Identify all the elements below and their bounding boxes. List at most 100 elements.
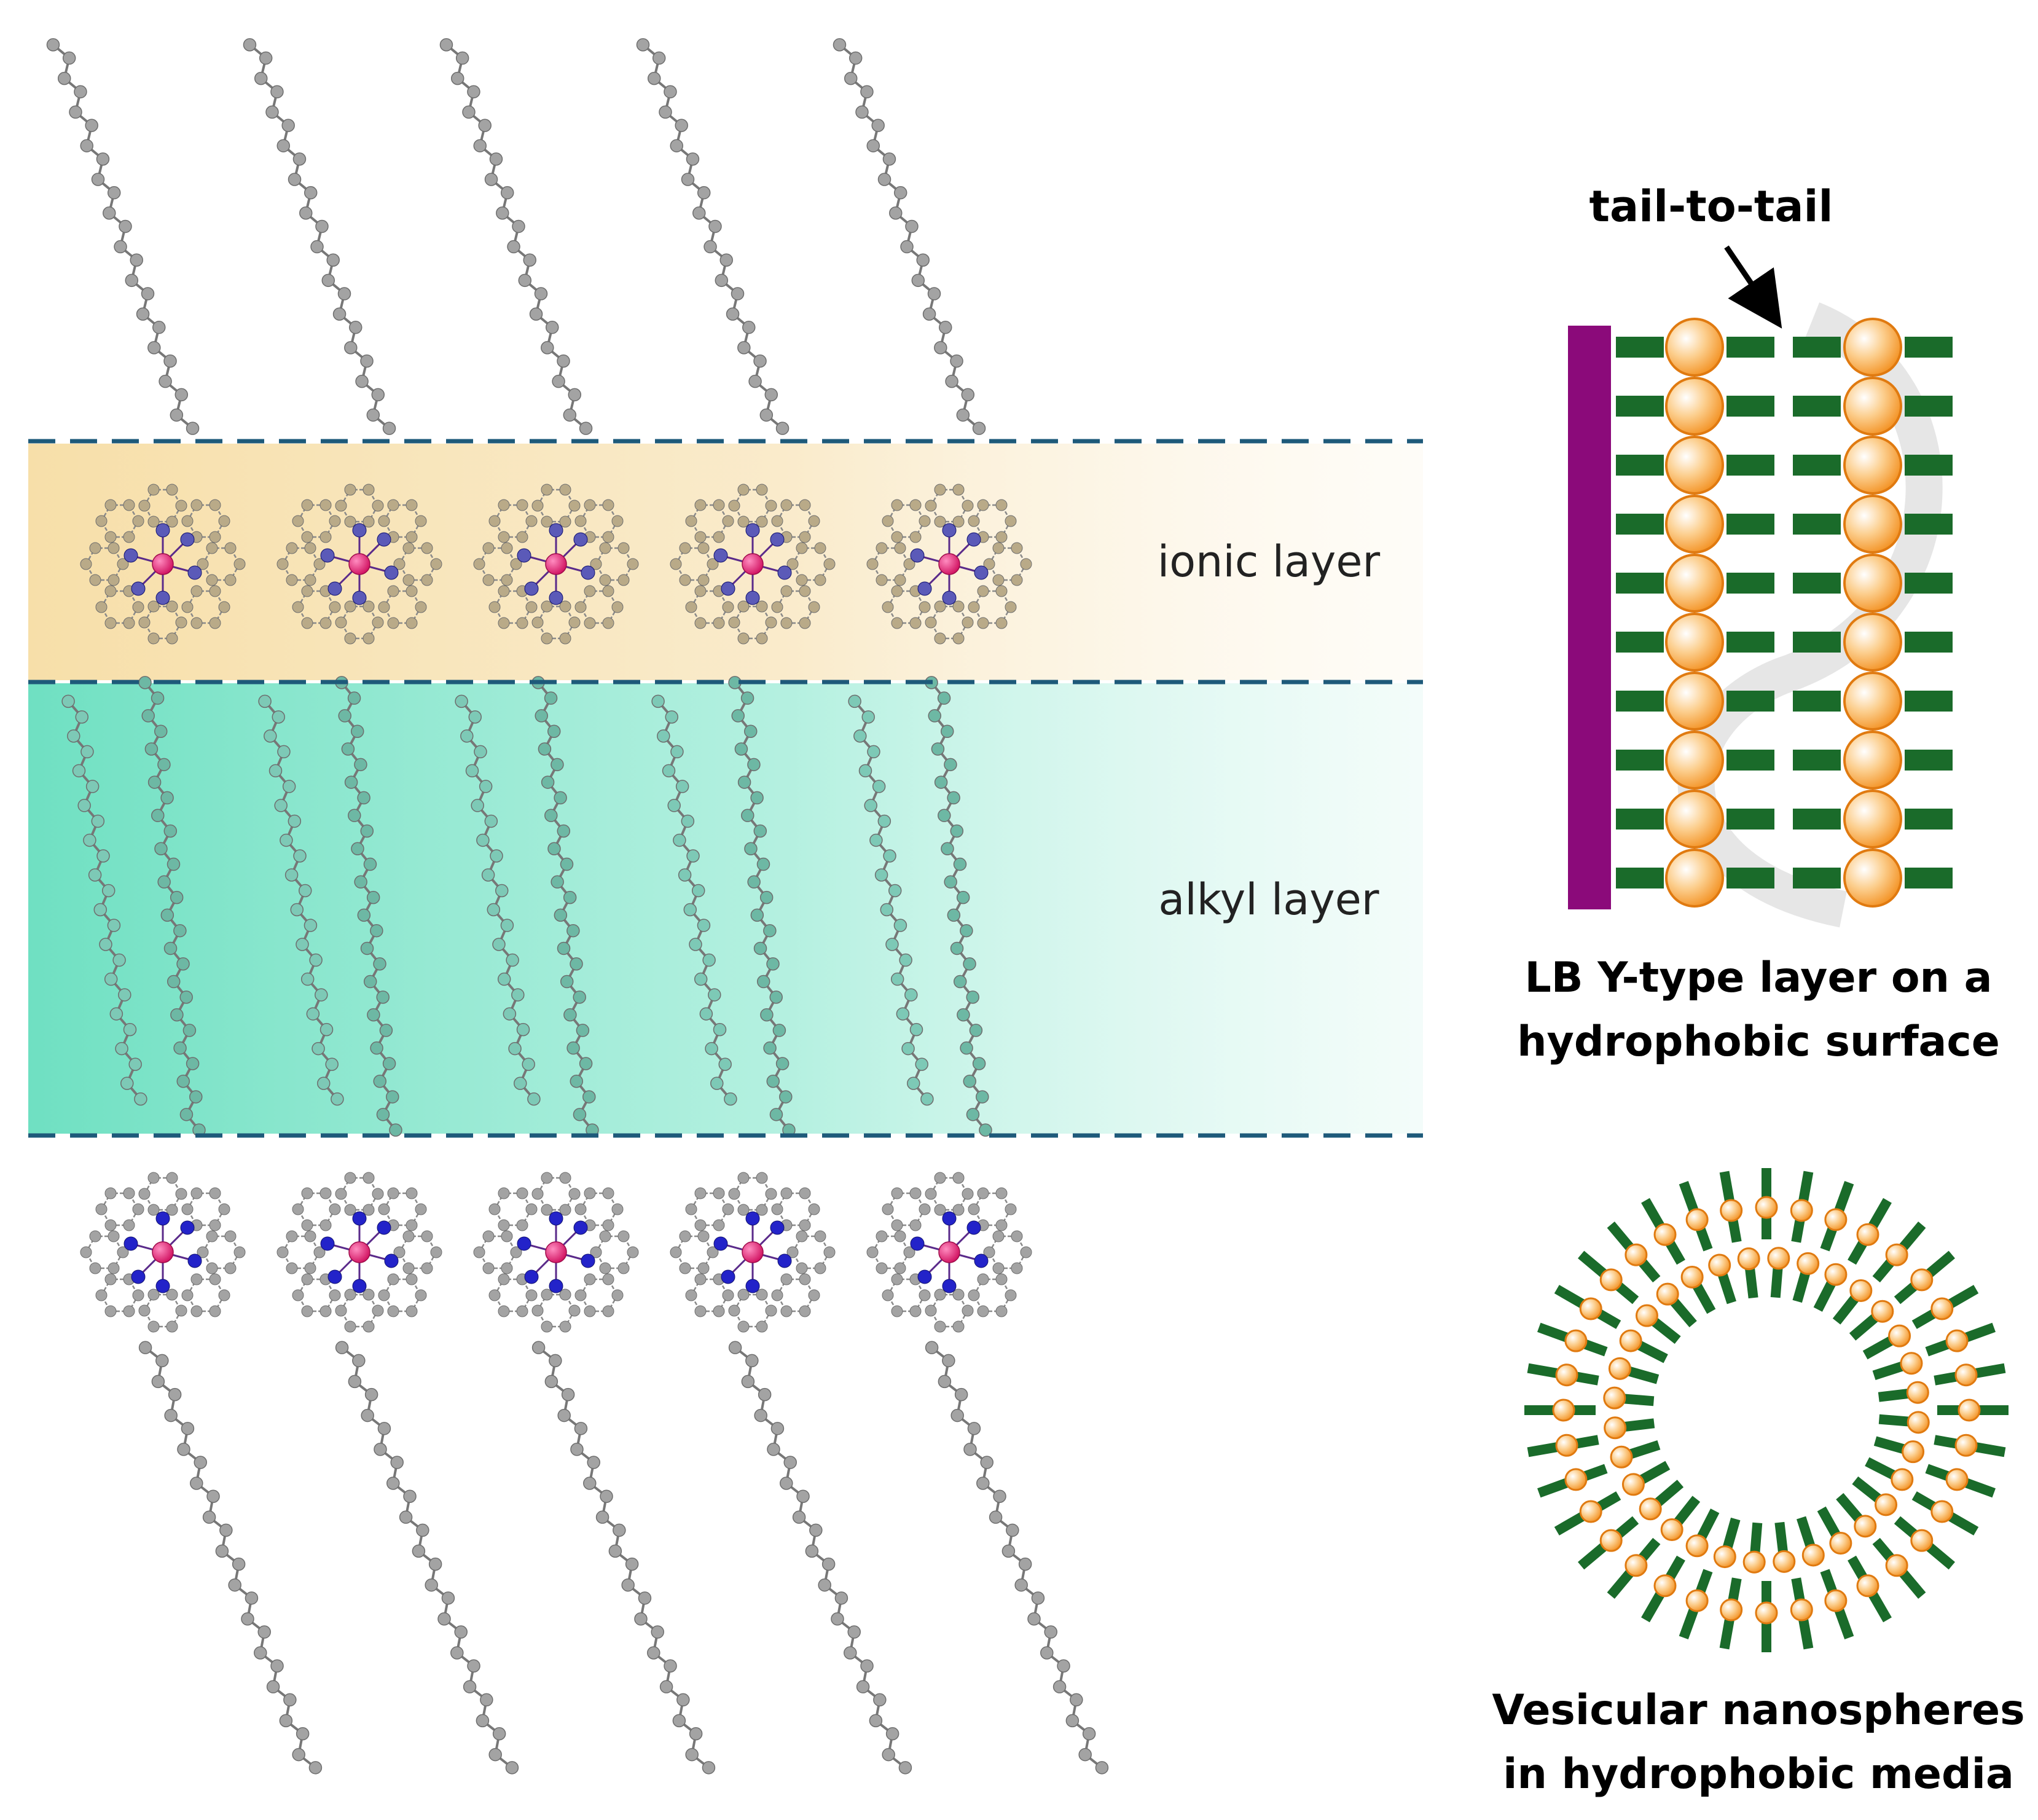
ring-atom xyxy=(501,542,513,554)
ring-atom xyxy=(952,1320,965,1333)
carbon-atom xyxy=(587,1456,600,1469)
alkyl-layer-label: alkyl layer xyxy=(1158,874,1379,925)
ring-atom xyxy=(516,1305,528,1317)
nitrogen-atom xyxy=(942,1211,957,1226)
ring-atom xyxy=(866,558,879,570)
vesicle-tail xyxy=(1637,1258,1661,1283)
carbon-atom xyxy=(759,890,774,904)
carbon-atom xyxy=(386,1477,400,1490)
nitrogen-atom xyxy=(581,1253,595,1268)
carbon-atom xyxy=(152,321,166,334)
carbon-atom xyxy=(890,972,904,986)
carbon-atom xyxy=(966,1108,980,1121)
ring-atom xyxy=(304,542,316,554)
carbon-atom xyxy=(636,38,650,52)
carbon-atom xyxy=(993,1489,1006,1503)
carbon-atom xyxy=(928,709,941,723)
carbon-atom xyxy=(357,791,370,805)
carbon-atom xyxy=(258,694,272,708)
carbon-atom xyxy=(270,1659,284,1673)
ring-atom xyxy=(808,601,820,613)
carbon-atom xyxy=(634,1612,648,1626)
vesicle-tail xyxy=(1527,1441,1559,1457)
ring-atom xyxy=(694,1219,707,1231)
vesicle-head xyxy=(1954,1434,1978,1457)
carbon-atom xyxy=(1018,1557,1032,1571)
tail-segment xyxy=(1905,809,1953,830)
carbon-atom xyxy=(206,1489,220,1503)
carbon-atom xyxy=(853,729,867,743)
carbon-atom xyxy=(489,152,503,166)
carbon-atom xyxy=(264,729,277,743)
ring-atom xyxy=(516,1219,528,1231)
carbon-atom xyxy=(215,1544,229,1558)
vesicle-tail xyxy=(1973,1441,2006,1457)
carbon-atom xyxy=(462,105,476,119)
carbon-atom xyxy=(163,354,177,368)
vesicle-tail xyxy=(1849,1313,1879,1341)
vesicle-head xyxy=(1608,1357,1631,1380)
carbon-atom xyxy=(535,709,548,723)
ring-atom xyxy=(697,1262,710,1274)
head-group xyxy=(1665,849,1724,908)
nitrogen-atom xyxy=(910,1236,925,1251)
carbon-atom xyxy=(920,1092,934,1106)
ring-atom xyxy=(962,1304,974,1317)
carbon-atom xyxy=(450,1646,464,1660)
head-group xyxy=(1843,731,1902,790)
carbon-atom xyxy=(675,119,688,132)
ring-atom xyxy=(780,1305,793,1317)
carbon-atom xyxy=(950,824,964,838)
ring-atom xyxy=(292,1203,304,1215)
ring-atom xyxy=(983,558,995,570)
carbon-atom xyxy=(953,975,967,989)
carbon-atom xyxy=(441,1591,455,1605)
ring-atom xyxy=(531,1304,544,1317)
tail-segment xyxy=(1793,632,1841,653)
ring-atom xyxy=(166,600,178,613)
metal-center-atom xyxy=(545,553,567,575)
vesicle-tail xyxy=(1750,1522,1763,1554)
vesicle-head xyxy=(1854,1515,1877,1538)
metal-center-atom xyxy=(348,1241,370,1263)
head-group xyxy=(1843,554,1902,613)
ring-atom xyxy=(108,1230,120,1242)
nitrogen-atom xyxy=(966,532,981,547)
carbon-atom xyxy=(541,775,555,789)
carbon-atom xyxy=(270,85,284,99)
carbon-atom xyxy=(686,849,700,863)
ring-atom xyxy=(627,1246,639,1258)
ring-atom xyxy=(771,1289,783,1301)
nitrogen-atom xyxy=(524,581,539,596)
ring-atom xyxy=(175,500,187,512)
vesicle-head xyxy=(1564,1468,1588,1491)
carbon-atom xyxy=(547,842,561,855)
ring-atom xyxy=(611,1289,624,1301)
carbon-atom xyxy=(708,988,721,1002)
carbon-atom xyxy=(296,938,309,951)
ring-atom xyxy=(627,558,639,570)
ring-atom xyxy=(488,1289,501,1301)
carbon-atom xyxy=(708,219,722,233)
ring-atom xyxy=(617,1230,630,1242)
nitrogen-atom xyxy=(187,1253,202,1268)
porphyrin-complex xyxy=(866,1172,1032,1333)
nitrogen-atom xyxy=(942,523,957,538)
ring-atom xyxy=(372,500,384,512)
ring-atom xyxy=(934,632,946,645)
ring-atom xyxy=(123,617,135,629)
ring-atom xyxy=(952,1172,965,1184)
vesicle-head xyxy=(1564,1329,1588,1352)
vesicle-tail xyxy=(1872,1537,1895,1563)
carbon-atom xyxy=(202,1510,216,1524)
vesicle-tail xyxy=(1607,1222,1635,1252)
ring-atom xyxy=(756,1172,768,1184)
ring-atom xyxy=(909,1187,922,1199)
carbon-atom xyxy=(80,139,93,152)
nitrogen-atom xyxy=(180,1220,195,1235)
carbon-atom xyxy=(304,919,318,932)
vesicle-tail xyxy=(1798,1617,1814,1650)
ring-atom xyxy=(218,515,230,527)
carbon-atom xyxy=(332,307,347,321)
carbon-atom xyxy=(848,694,861,708)
